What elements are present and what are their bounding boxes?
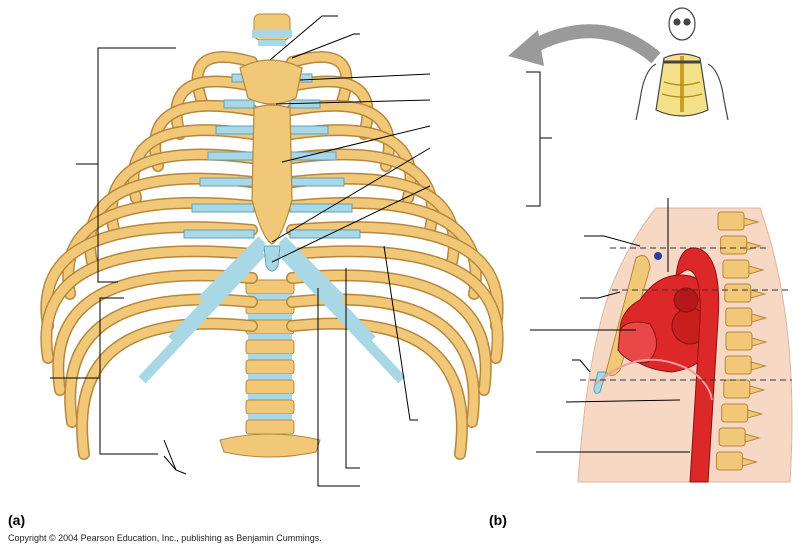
- cartilage-left: [191, 203, 255, 213]
- cartilage-left: [223, 99, 255, 109]
- intervertebral-disc: [248, 314, 292, 320]
- vertebra-profile: [724, 355, 752, 375]
- spinous-process: [747, 409, 764, 419]
- panel-b-sagittal-view: [508, 7, 793, 483]
- rib-right-fill: [287, 270, 491, 395]
- rib-left: [76, 317, 258, 460]
- vertebral-column: [219, 13, 321, 458]
- xiphoid-process: [263, 245, 281, 272]
- vertebra: [245, 379, 295, 395]
- sternal-notch-cartilage: [252, 30, 292, 38]
- vertebra-profile: [725, 331, 753, 351]
- rib-right: [286, 317, 468, 460]
- sternum: [239, 59, 303, 272]
- vertebra-profile: [722, 259, 750, 279]
- vertebra-profile: [724, 283, 752, 303]
- spinous-process: [741, 457, 759, 467]
- false-rib-cartilage-left: [138, 248, 266, 384]
- rib-right-fill: [287, 222, 502, 331]
- vertebra: [245, 399, 295, 415]
- panel-a-label: (a): [8, 512, 26, 528]
- cartilage-right: [289, 125, 329, 135]
- spinous-process: [750, 289, 767, 299]
- cartilage-left: [215, 125, 255, 135]
- rib-right-fill: [287, 52, 351, 107]
- costal-cartilages: [138, 73, 406, 384]
- rib-right-fill: [287, 319, 467, 459]
- false-rib-cartilage-right: [278, 248, 406, 384]
- cartilage-right: [289, 229, 361, 239]
- cartilage-right: [289, 203, 353, 213]
- panel-b-label: (b): [489, 512, 507, 528]
- spinous-process: [751, 313, 768, 323]
- rib-right-fill: [287, 246, 502, 363]
- vertebra-profile: [715, 451, 743, 471]
- intervertebral-disc: [248, 394, 292, 400]
- intervertebral-disc: [248, 374, 292, 380]
- vertebra: [245, 419, 295, 435]
- spinous-process: [751, 337, 768, 347]
- vertebra-profile: [721, 403, 749, 423]
- vessel-dot: [654, 252, 662, 260]
- manubrium: [239, 59, 303, 105]
- spinous-process: [750, 361, 768, 371]
- vertebral-column-profile: [715, 211, 768, 471]
- intervertebral-disc: [248, 354, 292, 360]
- rib-left-fill: [42, 246, 257, 363]
- intervertebral-disc: [248, 414, 292, 420]
- vertebra-profile: [718, 427, 746, 447]
- ribs-right-side: [286, 51, 504, 460]
- spinous-process: [744, 433, 761, 443]
- vertebra-profile: [725, 307, 753, 327]
- intervertebral-disc: [248, 294, 292, 300]
- vertebra-profile: [723, 379, 751, 399]
- cartilage-left: [199, 177, 255, 187]
- rib-right-fill: [287, 198, 481, 299]
- copyright-notice: Copyright © 2004 Pearson Education, Inc.…: [8, 533, 322, 543]
- panel-b-bracket: [526, 71, 541, 207]
- panel-b-leader-lines: [530, 198, 690, 453]
- spinous-process: [748, 265, 765, 275]
- heart: [617, 274, 717, 373]
- rib-right-fill: [287, 77, 373, 139]
- panel-a-thoracic-cage: [40, 13, 504, 487]
- skeleton-icon: [635, 7, 729, 121]
- intervertebral-disc: [248, 334, 292, 340]
- vertebra-profile: [720, 235, 748, 255]
- rib-left-fill: [63, 198, 257, 299]
- arrow-head: [508, 30, 544, 66]
- rib-left-fill: [77, 319, 257, 459]
- panel-a-leader-lines: [50, 15, 431, 487]
- orientation-arrow: [526, 24, 661, 64]
- rib-left-fill: [53, 270, 257, 395]
- rib-left-fill: [42, 222, 257, 331]
- spinous-process: [749, 385, 766, 395]
- vertebra-profile: [717, 211, 745, 231]
- rib-left-fill: [171, 77, 257, 139]
- rib-left-fill: [193, 52, 257, 107]
- aorta: [675, 247, 720, 483]
- vertebra: [245, 339, 295, 355]
- diaphragm: [595, 358, 713, 401]
- sternum-body: [251, 104, 293, 245]
- spinous-process: [743, 217, 760, 227]
- ribs-left-side: [40, 51, 258, 460]
- vertebra: [245, 359, 295, 375]
- cartilage-left: [183, 229, 255, 239]
- cartilage-right: [289, 177, 345, 187]
- cartilage-left: [207, 151, 255, 161]
- level-lines: [580, 247, 792, 381]
